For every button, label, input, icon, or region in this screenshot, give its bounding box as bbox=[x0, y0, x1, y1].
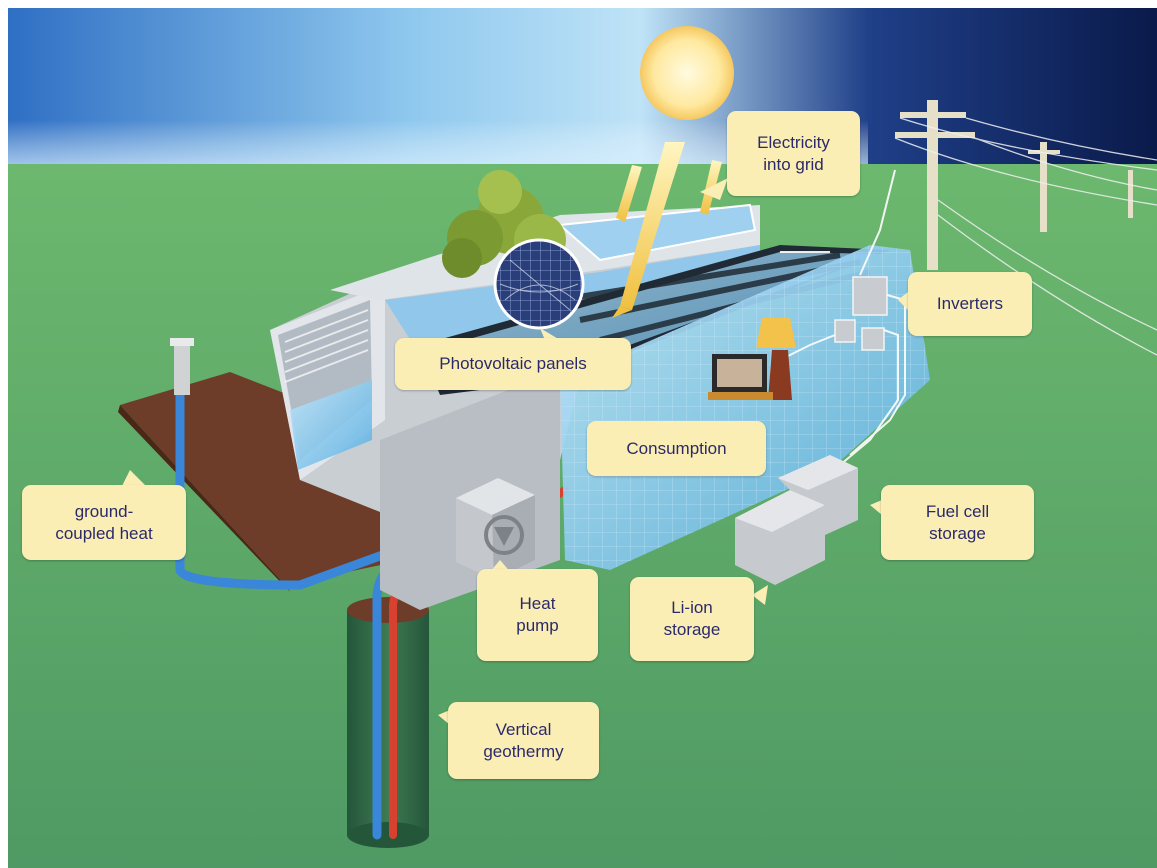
horizon-glow bbox=[8, 120, 868, 168]
label-vertical-geothermy: Vertical geothermy bbox=[448, 702, 599, 779]
label-ground-coupled-heat: ground- coupled heat bbox=[22, 485, 186, 560]
label-fuel-cell-storage: Fuel cell storage bbox=[881, 485, 1034, 560]
label-inverters: Inverters bbox=[908, 272, 1032, 336]
lamp-icon bbox=[756, 318, 796, 400]
vent-pipe bbox=[174, 343, 190, 395]
power-lines bbox=[894, 117, 1157, 356]
power-pole-icon bbox=[895, 100, 1133, 270]
electric-wires bbox=[779, 169, 906, 466]
label-consumption: Consumption bbox=[587, 421, 766, 476]
label-heat-pump: Heat pump bbox=[477, 569, 598, 661]
label-li-ion-storage: Li-ion storage bbox=[630, 577, 754, 661]
label-electricity-into-grid: Electricity into grid bbox=[727, 111, 860, 196]
solar-cell-icon bbox=[493, 238, 585, 330]
label-photovoltaic-panels: Photovoltaic panels bbox=[395, 338, 631, 390]
storage-units bbox=[735, 455, 858, 585]
tv-icon bbox=[708, 354, 773, 400]
geothermal-shaft bbox=[347, 597, 429, 848]
heat-pump-unit bbox=[456, 478, 535, 580]
sun-icon bbox=[640, 26, 734, 120]
inverter-boxes bbox=[834, 276, 888, 351]
